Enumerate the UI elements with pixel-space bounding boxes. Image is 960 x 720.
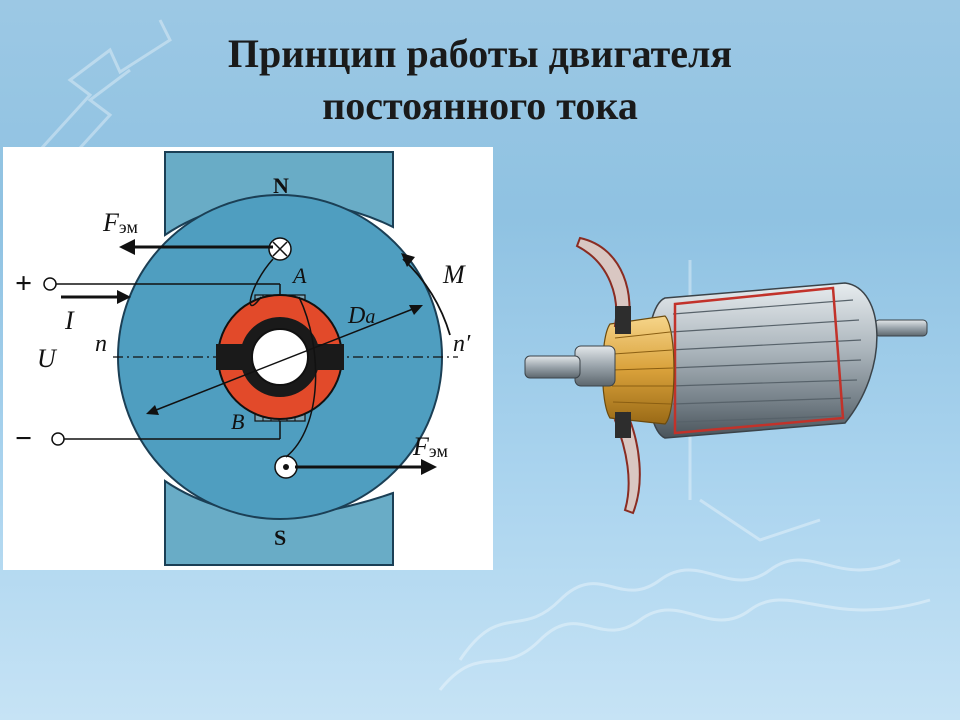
force-top-label: Fэм — [102, 208, 138, 237]
force-top-arrowhead — [119, 239, 135, 255]
brush-holder-bottom — [613, 411, 641, 515]
terminal-minus — [51, 432, 65, 446]
axis-left-label: n — [95, 331, 107, 357]
cutaway-outline — [673, 286, 845, 435]
diameter-line — [150, 306, 419, 413]
plus-label: + — [15, 267, 32, 300]
brush-top — [615, 306, 631, 334]
motor-diagram-panel: N S + − Fэм Fэм I U A B M Da n n′ — [3, 147, 493, 570]
pole-north-label: N — [273, 173, 289, 198]
title-line-2: постоянного тока — [322, 83, 638, 128]
armature-illustration — [524, 236, 928, 515]
terminal-plus — [43, 277, 57, 291]
brush-a-label: A — [291, 263, 307, 288]
armature-slots — [669, 299, 862, 423]
brush-b-label: B — [231, 409, 244, 434]
motor-diagram: N S + − Fэм Fэм I U A B M Da n n′ — [15, 151, 471, 566]
current-label: I — [64, 306, 75, 335]
shaft-left-collar — [574, 345, 616, 387]
voltage-label: U — [37, 344, 58, 373]
shaft-left — [524, 355, 581, 379]
force-bottom-label: Fэм — [412, 432, 448, 461]
shaft-right — [874, 319, 928, 337]
current-arrowhead — [117, 290, 131, 304]
conductor-bottom — [274, 455, 298, 479]
minus-label: − — [15, 422, 32, 455]
pole-south-label: S — [274, 525, 286, 550]
torque-label: M — [442, 260, 466, 289]
torque-arc — [402, 258, 451, 336]
diameter-label: Da — [347, 303, 375, 329]
diameter-arrowhead-left — [146, 405, 159, 415]
diameter-arrowhead-right — [409, 305, 423, 315]
force-bottom-arrowhead — [421, 459, 437, 475]
commutator — [216, 294, 344, 420]
torque-arrowhead — [401, 253, 415, 267]
slide-title: Принцип работы двигателя постоянного ток… — [0, 28, 960, 132]
conductor-top — [268, 237, 292, 261]
winding-wire — [249, 258, 274, 307]
brush-bottom — [615, 412, 631, 438]
winding-wire — [285, 296, 317, 458]
axis-right-label: n′ — [453, 331, 471, 357]
title-line-1: Принцип работы двигателя — [227, 31, 733, 76]
commutator-bars — [611, 331, 674, 405]
